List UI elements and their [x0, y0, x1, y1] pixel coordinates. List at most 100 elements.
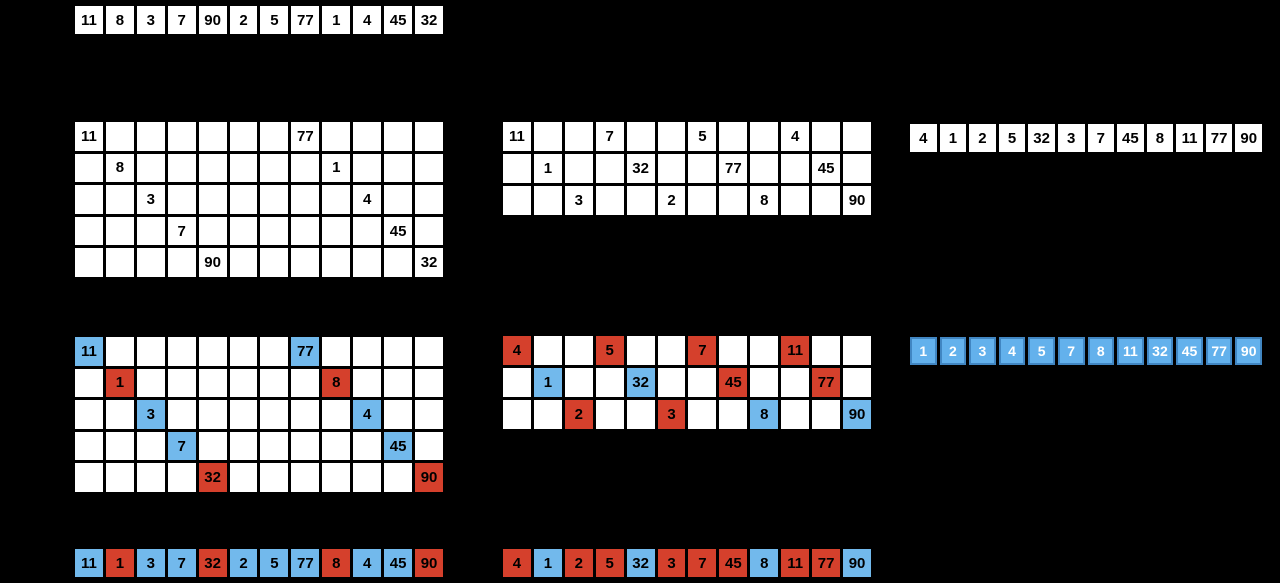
grid-cell-r2c1	[105, 185, 134, 214]
array-cell-7: 77	[291, 549, 320, 577]
grid-cell-r1c4: 32	[626, 368, 655, 397]
grid-cell-r1c11	[415, 368, 443, 398]
grid-cell-r2c4	[198, 185, 227, 214]
grid-cell-r4c8	[322, 248, 351, 277]
grid-cell-r2c1	[533, 400, 562, 429]
array-cell-4: 32	[1028, 124, 1055, 152]
grid-cell-r1c0	[503, 368, 531, 397]
grid-cell-r3c9	[353, 431, 382, 461]
array-cell-1: 1	[533, 549, 562, 577]
array-cell-11: 90	[1235, 124, 1262, 152]
grid-cell-r0c10	[384, 337, 413, 366]
grid-cell-r1c6	[260, 368, 289, 398]
grid-cell-r3c6	[260, 431, 289, 461]
array-cell-0: 11	[75, 549, 103, 577]
grid-cell-r4c10	[384, 248, 413, 277]
array-cell-8: 8	[1146, 124, 1174, 152]
grid-cell-r0c10	[812, 336, 841, 365]
grid-cell-r2c2: 3	[564, 186, 593, 215]
grid-cell-r0c5	[657, 122, 686, 151]
grid-cell-r0c9	[353, 337, 382, 366]
grid-cell-r0c4	[626, 336, 655, 365]
grid-cell-r4c5	[229, 463, 258, 492]
grid-cell-r4c0	[75, 248, 103, 277]
grid-cell-r1c8: 8	[322, 368, 351, 398]
grid-cell-r0c6	[260, 122, 289, 151]
grid-cell-r4c3	[167, 248, 196, 277]
array-cell-7: 11	[1117, 337, 1144, 365]
grid-cell-r1c5	[657, 368, 686, 397]
grid-cell-r4c11: 90	[415, 463, 443, 492]
grid-cell-r0c0: 4	[503, 336, 531, 365]
array-cell-6: 5	[260, 549, 289, 577]
grid-cell-r0c9: 4	[781, 122, 810, 151]
grid-cell-r2c10	[384, 185, 413, 214]
grid-cell-r2c7	[291, 400, 320, 429]
grid-cell-r4c2	[136, 248, 165, 277]
array-cell-4: 5	[1028, 337, 1055, 365]
grid-cell-r0c7: 77	[291, 337, 320, 366]
grid-cell-r3c4	[198, 431, 227, 461]
grid-cell-r3c11	[415, 216, 443, 246]
grid-cell-r0c4	[198, 122, 227, 151]
grid-cell-r2c10	[812, 400, 841, 429]
grid-cell-r1c9	[781, 154, 810, 183]
grid-cell-r4c7	[291, 248, 320, 277]
grid-cell-r3c10: 45	[384, 216, 413, 246]
grid-cell-r1c8	[750, 368, 779, 397]
grid-cell-r2c0	[503, 400, 531, 429]
grid-cell-r1c10: 45	[812, 154, 841, 183]
array-cell-11: 90	[843, 549, 871, 577]
grid-cell-r2c5: 3	[657, 400, 686, 429]
grid-cell-r0c3: 7	[595, 122, 624, 151]
grid-cell-r1c8: 1	[322, 153, 351, 183]
grid-cell-r2c11: 90	[843, 400, 871, 429]
grid-cell-r0c6: 7	[688, 336, 717, 365]
grid-cell-r0c2	[136, 337, 165, 366]
array-cell-3: 5	[998, 124, 1026, 152]
grid-cell-r4c10	[384, 463, 413, 492]
grid-cell-r3c5	[229, 216, 258, 246]
grid-cell-r0c2	[564, 122, 593, 151]
array-cell-10: 45	[384, 6, 413, 34]
grid-cell-r1c11	[415, 153, 443, 183]
grid-cell-r4c9	[353, 463, 382, 492]
grid-cell-r1c1: 8	[105, 153, 134, 183]
grid-cell-r1c3	[167, 368, 196, 398]
grid-cell-r2c3	[167, 185, 196, 214]
grid-cell-r3c11	[415, 431, 443, 461]
array-cell-10: 77	[812, 549, 841, 577]
array-cell-3: 7	[167, 6, 196, 34]
grid-cell-r0c10	[812, 122, 841, 151]
grid-cell-r0c4	[198, 337, 227, 366]
grid-cell-r1c1: 1	[533, 154, 562, 183]
grid-cell-r0c6: 5	[688, 122, 717, 151]
grid-cell-r0c4	[626, 122, 655, 151]
grid-cell-r1c9	[781, 368, 810, 397]
array-cell-8: 32	[1146, 337, 1174, 365]
array-cell-5: 7	[1057, 337, 1085, 365]
array-cell-8: 8	[322, 549, 351, 577]
grid-cell-r4c4: 32	[198, 463, 227, 492]
array-cell-9: 45	[1176, 337, 1203, 365]
grid-cell-r2c9: 4	[353, 185, 382, 214]
array-cell-1: 2	[939, 337, 967, 365]
grid-cell-r3c6	[260, 216, 289, 246]
grid-cell-r0c9: 11	[781, 336, 810, 365]
array-cell-4: 32	[198, 549, 227, 577]
grid-cell-r0c5	[229, 337, 258, 366]
grid-cell-r4c7	[291, 463, 320, 492]
grid-cell-r1c4	[198, 368, 227, 398]
grid-cell-r1c2	[136, 153, 165, 183]
grid-cell-r4c4: 90	[198, 248, 227, 277]
grid-cell-r2c5: 2	[657, 186, 686, 215]
grid-cell-r0c3	[167, 337, 196, 366]
grid-cell-r4c1	[105, 248, 134, 277]
grid-cell-r1c7	[291, 368, 320, 398]
grid-cell-r0c1	[105, 122, 134, 151]
grid-cell-r0c11	[415, 337, 443, 366]
grid-cell-r2c7	[719, 400, 748, 429]
grid-cell-r2c4	[626, 400, 655, 429]
